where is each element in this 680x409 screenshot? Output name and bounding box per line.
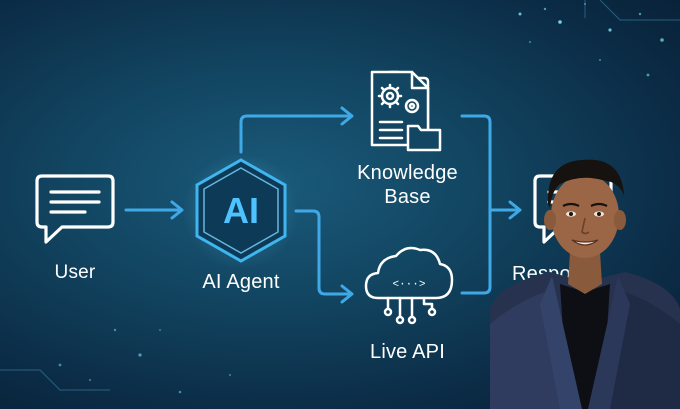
ai-badge-text: AI [223, 190, 259, 231]
cloud-api-icon: <···> [364, 246, 454, 325]
ai-hexagon-icon: AI [183, 153, 299, 269]
arrow-user-to-agent [124, 200, 184, 220]
arrow-agent-to-api [294, 209, 354, 304]
api-label: Live API [370, 341, 445, 363]
api-glyph: <···> [392, 279, 425, 291]
chat-bubble-icon [35, 174, 115, 244]
arrow-to-response [460, 114, 522, 295]
presenter-portrait [490, 159, 680, 409]
knowledge-label-line1: Knowledge [357, 162, 458, 184]
agent-label: AI Agent [202, 271, 280, 293]
document-gears-icon [370, 70, 442, 152]
circuit-lines [0, 0, 680, 391]
arrow-agent-to-knowledge [239, 106, 354, 154]
particle-field [58, 3, 664, 394]
knowledge-label-line2: Base [384, 186, 431, 208]
user-label: User [54, 262, 96, 283]
